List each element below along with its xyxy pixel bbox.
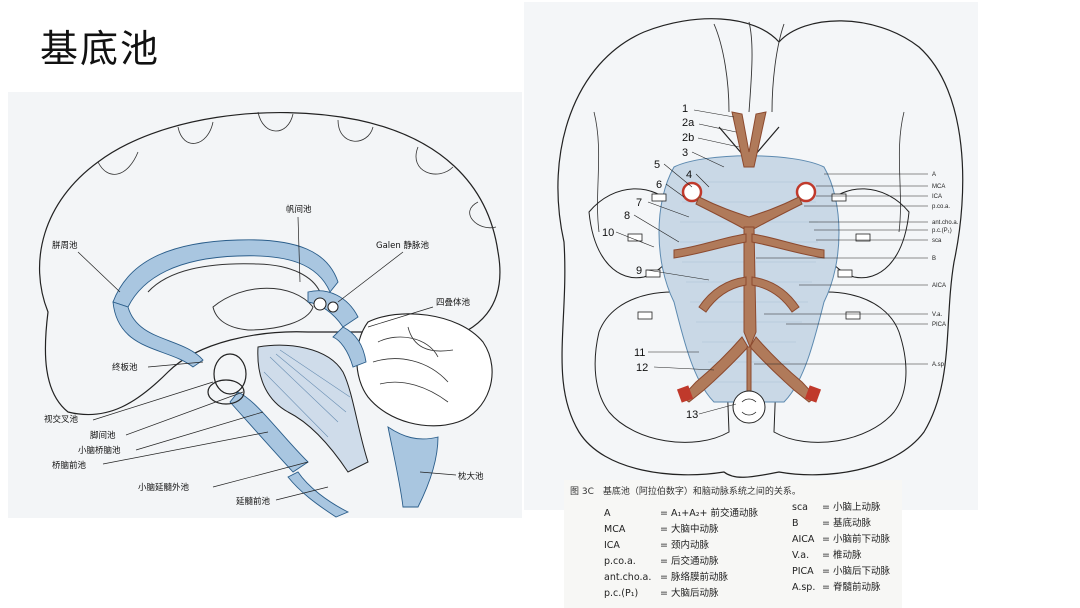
label-velum-cistern: 帆间池	[286, 204, 312, 215]
basal-view-panel: 1 2a 2b 3 5 4 6 7 8 10 9 11 12 13 A MCA	[524, 2, 978, 510]
legend-abbr: p.co.a.	[604, 556, 636, 567]
legend-def: = 颈内动脉	[660, 539, 709, 551]
legend-def: = A₁+A₂+ 前交通动脉	[660, 507, 759, 519]
legend-def: = 大脑中动脉	[660, 523, 719, 535]
num-label: 7	[636, 197, 642, 209]
legend-abbr: ant.cho.a.	[604, 572, 651, 583]
page-title: 基底池	[40, 27, 161, 71]
num-label: 9	[636, 265, 642, 277]
legend-abbr: A.sp.	[792, 582, 815, 593]
num-label: 1	[682, 103, 688, 115]
legend-abbr: AICA	[792, 534, 815, 545]
num-label: 10	[602, 227, 614, 239]
legend-def: = 脉络膜前动脉	[660, 571, 728, 583]
legend-abbr: A	[604, 508, 611, 519]
pericallosal-cistern	[112, 239, 339, 308]
artery-label: sca	[932, 238, 942, 244]
artery-label: MCA	[932, 184, 945, 190]
legend-def: = 后交通动脉	[660, 555, 719, 567]
num-label: 3	[682, 147, 688, 159]
legend-abbr: p.c.(P₁)	[604, 588, 638, 599]
num-label: 6	[656, 179, 662, 191]
label-galen-cistern: Galen 静脉池	[376, 240, 429, 251]
legend-def: = 脊髓前动脉	[822, 581, 881, 593]
label-prepontine-cistern: 桥脑前池	[52, 460, 87, 471]
num-label: 5	[654, 159, 660, 171]
artery-label: AICA	[932, 283, 946, 289]
artery-label: V.a.	[932, 312, 942, 318]
legend-def: = 椎动脉	[822, 549, 862, 561]
artery-label: PICA	[932, 322, 946, 328]
legend-caption: 图 3C 基底池（阿拉伯数字）和脑动脉系统之间的关系。	[570, 485, 801, 497]
brain-basal-outline	[557, 18, 964, 478]
cerebellum	[356, 313, 493, 427]
lamina-terminalis-cistern	[112, 301, 204, 368]
legend-panel: 图 3C 基底池（阿拉伯数字）和脑动脉系统之间的关系。 A = A₁+A₂+ 前…	[564, 480, 902, 608]
artery-label: ICA	[932, 194, 942, 200]
label-lamina-cistern: 终板池	[112, 362, 138, 373]
num-label: 11	[634, 347, 645, 359]
legend-abbr: MCA	[604, 524, 626, 535]
num-label: 2b	[682, 132, 694, 144]
num-label: 13	[686, 409, 698, 421]
artery-label: A	[932, 172, 936, 178]
artery-label: p.c.(P₁)	[932, 228, 952, 234]
num-label: 4	[686, 169, 692, 181]
artery-label: ant.cho.a.	[932, 220, 959, 226]
legend: 图 3C 基底池（阿拉伯数字）和脑动脉系统之间的关系。 A = A₁+A₂+ 前…	[570, 485, 890, 599]
brain-outline	[38, 112, 501, 416]
legend-abbr: PICA	[792, 566, 814, 577]
legend-def: = 小脑前下动脉	[822, 533, 890, 545]
legend-def: = 大脑后动脉	[660, 587, 719, 599]
legend-def: = 小脑上动脉	[822, 501, 881, 513]
legend-left-column: A = A₁+A₂+ 前交通动脉 MCA = 大脑中动脉 ICA = 颈内动脉 …	[604, 507, 759, 599]
legend-abbr: B	[792, 518, 799, 529]
sagittal-diagram: 帆间池 Galen 静脉池 四叠体池 胼周池 终板池 视交叉池 脚间池 小脑桥脑…	[38, 111, 501, 518]
quadrigeminal-cistern	[332, 326, 367, 368]
legend-def: = 小脑后下动脉	[822, 565, 890, 577]
num-label: 12	[636, 362, 648, 374]
legend-abbr: sca	[792, 502, 808, 513]
label-cm-lateral-cistern: 小脑延髓外池	[138, 482, 190, 493]
label-crural-cistern: 脚间池	[90, 430, 116, 441]
label-cp-angle-cistern: 小脑桥脑池	[78, 445, 121, 456]
brainstem	[257, 344, 369, 473]
artery-label: A.sp.	[932, 362, 946, 368]
basal-diagram: 1 2a 2b 3 5 4 6 7 8 10 9 11 12 13 A MCA	[557, 18, 964, 478]
label-cisterna-magna: 枕大池	[458, 471, 484, 482]
label-chiasm-cistern: 视交叉池	[44, 414, 79, 425]
legend-abbr: V.a.	[792, 550, 809, 561]
label-quadrigeminal-cistern: 四叠体池	[436, 297, 471, 308]
num-label: 8	[624, 210, 630, 222]
legend-def: = 基底动脉	[822, 517, 871, 529]
sagittal-diagram-panel: 帆间池 Galen 静脉池 四叠体池 胼周池 终板池 视交叉池 脚间池 小脑桥脑…	[8, 92, 522, 518]
legend-abbr: ICA	[604, 540, 620, 551]
label-pericallosal-cistern: 胼周池	[52, 240, 78, 251]
legend-right-column: sca = 小脑上动脉 B = 基底动脉 AICA = 小脑前下动脉 V.a. …	[792, 501, 890, 593]
artery-label: B	[932, 256, 936, 262]
artery-label: p.co.a.	[932, 204, 950, 210]
label-premedullary-cistern: 延髓前池	[236, 496, 271, 507]
num-label: 2a	[682, 117, 695, 129]
cisterna-magna	[387, 426, 439, 508]
